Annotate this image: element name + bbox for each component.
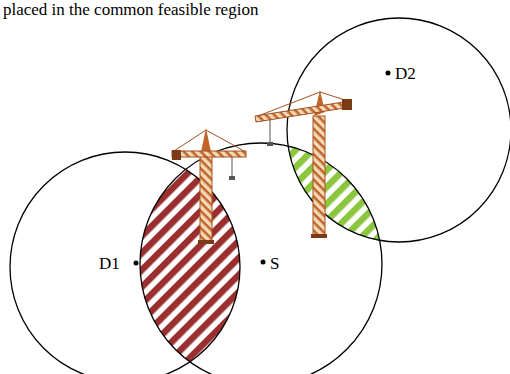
point-label: S (270, 255, 279, 274)
crane-icon (255, 90, 352, 238)
point-label: D2 (395, 65, 416, 84)
range-circle (10, 152, 240, 374)
common-region-d1-s (140, 143, 382, 374)
point-dot (386, 71, 391, 76)
point-dot (134, 261, 139, 266)
range-circle (287, 18, 510, 242)
caption-note: placed in the common feasible region (3, 1, 258, 20)
common-region-s-d2 (140, 143, 382, 374)
point-dot (261, 260, 266, 265)
crane-icon (172, 128, 246, 244)
point-label: D1 (99, 255, 120, 274)
range-circle (140, 143, 382, 374)
